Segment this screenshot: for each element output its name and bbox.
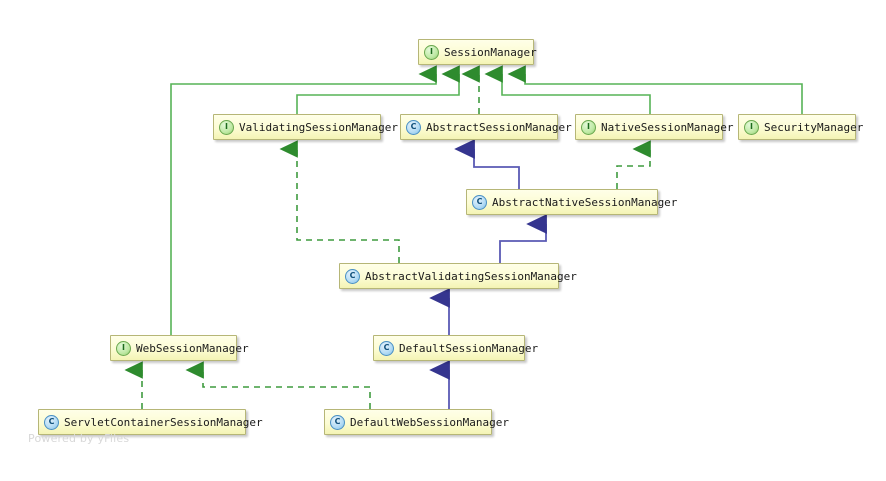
class-icon: C: [345, 268, 360, 284]
edge-native-session-manager-to-session-manager: [484, 65, 651, 114]
node-label: WebSessionManager: [136, 341, 249, 355]
node-security-manager[interactable]: I SecurityManager: [738, 114, 863, 140]
node-label: SecurityManager: [764, 120, 864, 134]
node-label: DefaultWebSessionManager: [350, 415, 509, 429]
class-icon: C: [406, 119, 421, 135]
node-label: ValidatingSessionManager: [239, 120, 398, 134]
node-label: AbstractNativeSessionManager: [492, 195, 678, 209]
node-abstract-native-session-manager[interactable]: C AbstractNativeSessionManager: [466, 189, 677, 215]
edge-abstract-validating-session-manager-to-validating-session-manager: [279, 140, 400, 263]
node-label: NativeSessionManager: [601, 120, 734, 134]
edge-web-session-manager-to-session-manager: [170, 65, 437, 335]
yfiles-watermark: Powered by yFiles: [28, 432, 130, 445]
node-native-session-manager[interactable]: I NativeSessionManager: [575, 114, 733, 140]
edge-abstract-native-session-manager-to-native-session-manager: [616, 140, 651, 189]
edge-validating-session-manager-to-session-manager: [296, 65, 460, 114]
class-icon: C: [330, 414, 345, 430]
node-default-session-manager[interactable]: C DefaultSessionManager: [373, 335, 538, 361]
interface-icon: I: [116, 340, 131, 356]
interface-icon: I: [744, 119, 759, 135]
edge-default-web-session-manager-to-web-session-manager: [185, 361, 371, 409]
node-abstract-validating-session-manager[interactable]: C AbstractValidatingSessionManager: [339, 263, 577, 289]
interface-icon: I: [424, 44, 439, 60]
node-label: AbstractValidatingSessionManager: [365, 269, 577, 283]
interface-icon: I: [581, 119, 596, 135]
node-servlet-container-session-manager[interactable]: C ServletContainerSessionManager: [38, 409, 263, 435]
node-abstract-session-manager[interactable]: C AbstractSessionManager: [400, 114, 572, 140]
node-default-web-session-manager[interactable]: C DefaultWebSessionManager: [324, 409, 509, 435]
node-web-session-manager[interactable]: I WebSessionManager: [110, 335, 249, 361]
edge-abstract-native-session-manager-to-abstract-session-manager: [454, 139, 520, 189]
class-icon: C: [44, 414, 59, 430]
node-validating-session-manager[interactable]: I ValidatingSessionManager: [213, 114, 398, 140]
node-label: DefaultSessionManager: [399, 341, 539, 355]
node-session-manager[interactable]: I SessionManager: [418, 39, 537, 65]
edge-security-manager-to-session-manager: [507, 65, 803, 114]
node-label: SessionManager: [444, 45, 537, 59]
node-label: ServletContainerSessionManager: [64, 415, 263, 429]
edge-abstract-validating-session-manager-to-abstract-native-session-manager: [499, 214, 547, 263]
node-label: AbstractSessionManager: [426, 120, 572, 134]
interface-icon: I: [219, 119, 234, 135]
class-icon: C: [379, 340, 394, 356]
class-icon: C: [472, 194, 487, 210]
